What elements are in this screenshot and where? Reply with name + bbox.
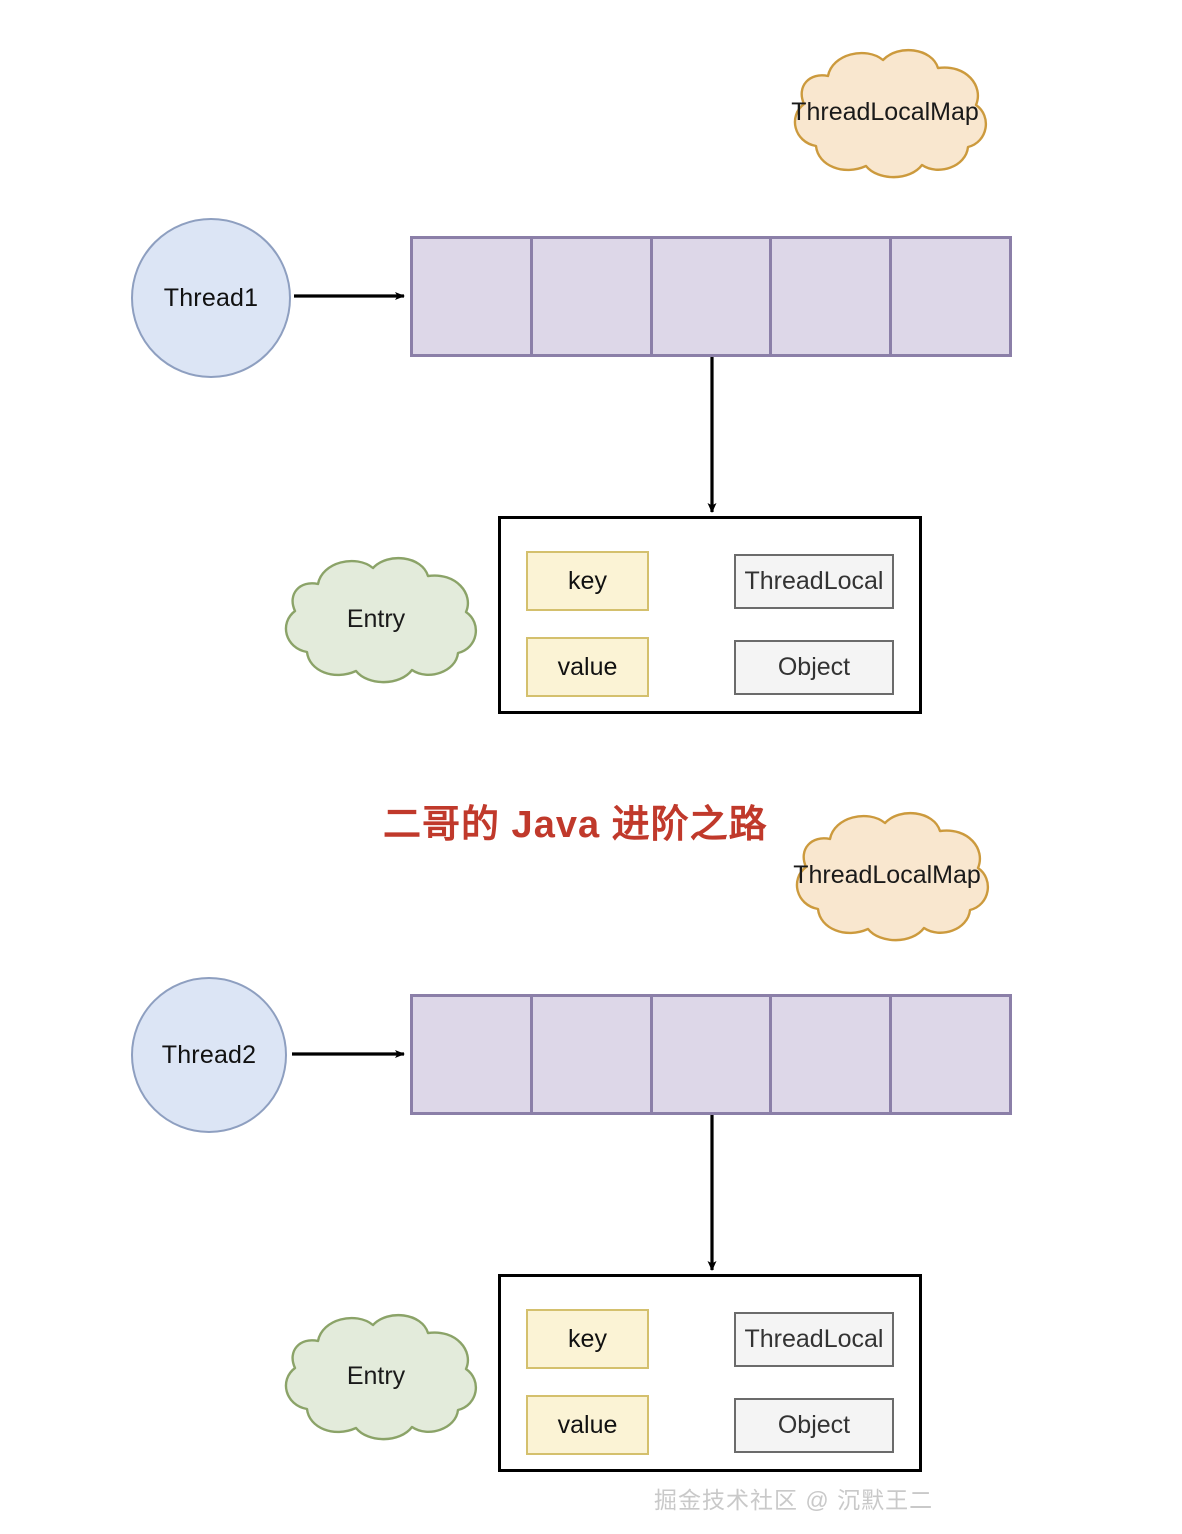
object-box-2-label: Object — [777, 1411, 851, 1439]
cloud-threadlocalmap-1-label: ThreadLocalMap — [791, 97, 979, 126]
map-cell[interactable] — [892, 239, 1009, 354]
map-cell[interactable] — [892, 997, 1009, 1112]
entry-value-box-1-label: value — [557, 652, 618, 681]
entry-key-box-1[interactable]: key — [526, 551, 649, 611]
cloud-threadlocalmap-2-label: ThreadLocalMap — [793, 860, 981, 889]
cloud-shape-icon — [284, 556, 478, 684]
page-title: 二哥的 Java 进阶之路 — [383, 804, 768, 846]
threadlocalmap-table-1 — [410, 236, 1012, 357]
cloud-shape-icon — [284, 1313, 478, 1441]
watermark: 掘金技术社区 @ 沉默王二 — [654, 1487, 934, 1513]
map-cell[interactable] — [413, 997, 533, 1112]
entry-value-box-2-label: value — [557, 1410, 618, 1439]
cloud-shape-icon — [793, 48, 988, 179]
entry-key-box-2-label: key — [568, 1324, 607, 1353]
object-box-1[interactable]: Object — [734, 640, 894, 695]
map-cell[interactable] — [413, 239, 533, 354]
threadlocal-box-2-label: ThreadLocal — [744, 1325, 884, 1353]
thread-node-2-label: Thread2 — [161, 1040, 257, 1069]
threadlocal-box-2[interactable]: ThreadLocal — [734, 1312, 894, 1367]
entry-key-box-2[interactable]: key — [526, 1309, 649, 1369]
map-cell[interactable] — [652, 997, 773, 1112]
cloud-entry-1: Entry — [262, 551, 490, 687]
threadlocal-box-1-label: ThreadLocal — [744, 567, 884, 595]
object-box-1-label: Object — [777, 653, 851, 681]
object-box-2[interactable]: Object — [734, 1398, 894, 1453]
thread-node-1-label: Thread1 — [163, 283, 259, 312]
map-cell[interactable] — [652, 239, 773, 354]
map-cell[interactable] — [532, 997, 653, 1112]
cloud-threadlocalmap-2: ThreadLocalMap — [772, 805, 1002, 945]
threadlocal-box-1[interactable]: ThreadLocal — [734, 554, 894, 609]
cloud-entry-2: Entry — [262, 1308, 490, 1444]
thread-node-2[interactable]: Thread2 — [131, 977, 287, 1133]
cloud-entry-2-label: Entry — [346, 1361, 406, 1390]
entry-value-box-1[interactable]: value — [526, 637, 649, 697]
map-cell[interactable] — [772, 997, 893, 1112]
cloud-shape-icon — [795, 811, 990, 942]
map-cell[interactable] — [532, 239, 653, 354]
cloud-threadlocalmap-1: ThreadLocalMap — [770, 42, 1000, 182]
cloud-entry-1-label: Entry — [346, 604, 406, 633]
map-cell[interactable] — [772, 239, 893, 354]
entry-value-box-2[interactable]: value — [526, 1395, 649, 1455]
thread-node-1[interactable]: Thread1 — [131, 218, 291, 378]
threadlocalmap-table-2 — [410, 994, 1012, 1115]
entry-key-box-1-label: key — [568, 566, 607, 595]
